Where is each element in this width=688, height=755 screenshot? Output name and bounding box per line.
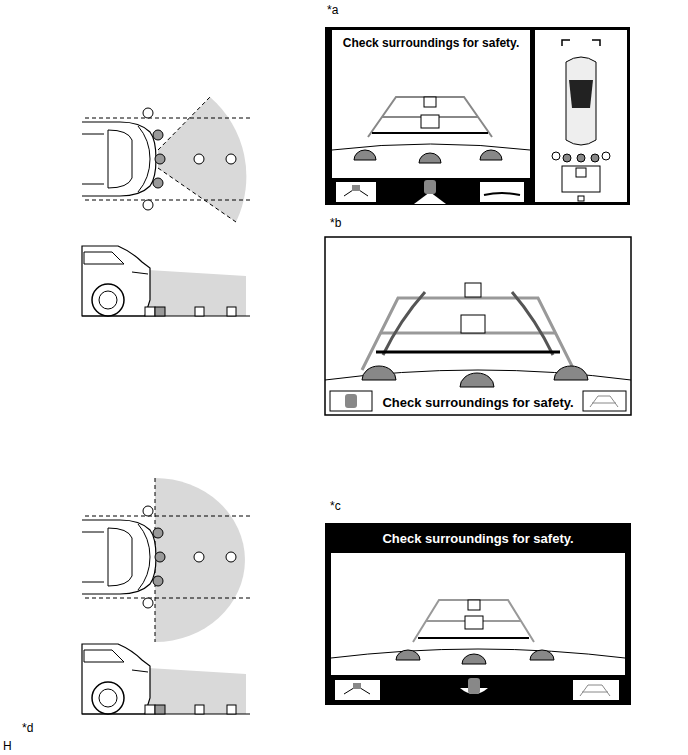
callout-label: *b — [330, 216, 341, 230]
screen-message: Check surroundings for safety. — [379, 395, 576, 410]
screen-panel: Check surroundings for safety. — [326, 524, 630, 704]
screen-panel: Check surroundings for safety. — [333, 31, 529, 177]
screen-message: Check surroundings for safety. — [340, 36, 522, 50]
screen-message: Check surroundings for safety. — [379, 531, 576, 546]
callout-label: *d — [22, 721, 33, 735]
callout-label: *c — [330, 499, 341, 513]
callout-label: H — [3, 739, 12, 753]
screen-panel: Check surroundings for safety. — [326, 238, 630, 414]
callout-label: *a — [327, 3, 338, 17]
